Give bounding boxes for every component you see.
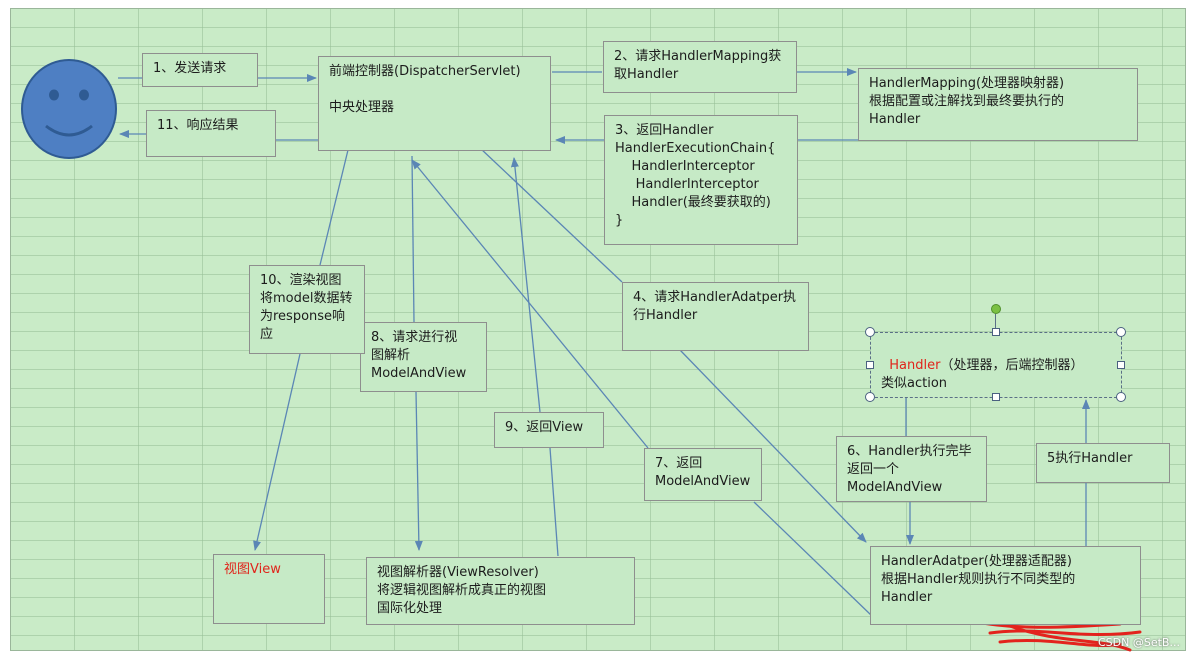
box-view: 视图View xyxy=(213,554,325,624)
box-return-handler: 3、返回Handler HandlerExecutionChain{ Handl… xyxy=(604,115,798,245)
resize-handle-br[interactable] xyxy=(1116,392,1126,402)
box-request-view-resolve: 8、请求进行视 图解析 ModelAndView xyxy=(360,322,487,392)
rotate-handle[interactable] xyxy=(991,304,1001,314)
handler-red-label: Handler xyxy=(889,358,941,373)
resize-handle-mr[interactable] xyxy=(1117,361,1125,369)
box-render-view: 10、渲染视图 将model数据转 为response响 应 xyxy=(249,265,365,354)
resize-handle-bl[interactable] xyxy=(865,392,875,402)
box-handler-mapping: HandlerMapping(处理器映射器) 根据配置或注解找到最终要执行的 H… xyxy=(858,68,1138,141)
line-adapter-a xyxy=(479,147,623,283)
box-handler-adapter: HandlerAdatper(处理器适配器) 根据Handler规则执行不同类型… xyxy=(870,546,1141,625)
watermark-text: CSDN @SetB... xyxy=(1098,636,1180,649)
box-request-handler-mapping: 2、请求HandlerMapping获 取Handler xyxy=(603,41,797,93)
resize-handle-tr[interactable] xyxy=(1116,327,1126,337)
box-handler: Handler（处理器，后端控制器） 类似action xyxy=(871,333,1121,397)
resize-handle-tm[interactable] xyxy=(992,328,1000,336)
line-mav-a xyxy=(753,501,873,617)
box-request-adapter: 4、请求HandlerAdatper执 行Handler xyxy=(622,282,809,351)
resize-handle-tl[interactable] xyxy=(865,327,875,337)
arrow-mav xyxy=(411,159,649,449)
user-smiley-icon xyxy=(21,59,117,159)
handler-desc: （处理器，后端控制器） 类似action xyxy=(881,358,1084,391)
box-view-resolver: 视图解析器(ViewResolver) 将逻辑视图解析成真正的视图 国际化处理 xyxy=(366,557,635,625)
box-return-modelandview: 7、返回 ModelAndView xyxy=(644,448,762,501)
box-dispatcher-servlet: 前端控制器(DispatcherServlet) 中央处理器 xyxy=(318,56,551,151)
box-handler-done: 6、Handler执行完毕 返回一个 ModelAndView xyxy=(836,436,987,502)
line-reqview-a xyxy=(411,155,415,323)
rotate-handle-stem xyxy=(995,314,996,328)
box-response-result: 11、响应结果 xyxy=(146,110,276,157)
box-send-request: 1、发送请求 xyxy=(142,53,258,87)
arrow-retview xyxy=(510,157,541,413)
resize-handle-ml[interactable] xyxy=(866,361,874,369)
resize-handle-bm[interactable] xyxy=(992,393,1000,401)
arrow-adapter xyxy=(679,349,867,543)
arrow-reqview xyxy=(414,391,423,551)
selection-outline xyxy=(870,332,1122,398)
arrow-render xyxy=(253,353,301,551)
line-render-a xyxy=(319,149,349,266)
line-retview-a xyxy=(549,447,559,557)
box-return-view: 9、返回View xyxy=(494,412,604,448)
box-exec-handler: 5执行Handler xyxy=(1036,443,1170,483)
